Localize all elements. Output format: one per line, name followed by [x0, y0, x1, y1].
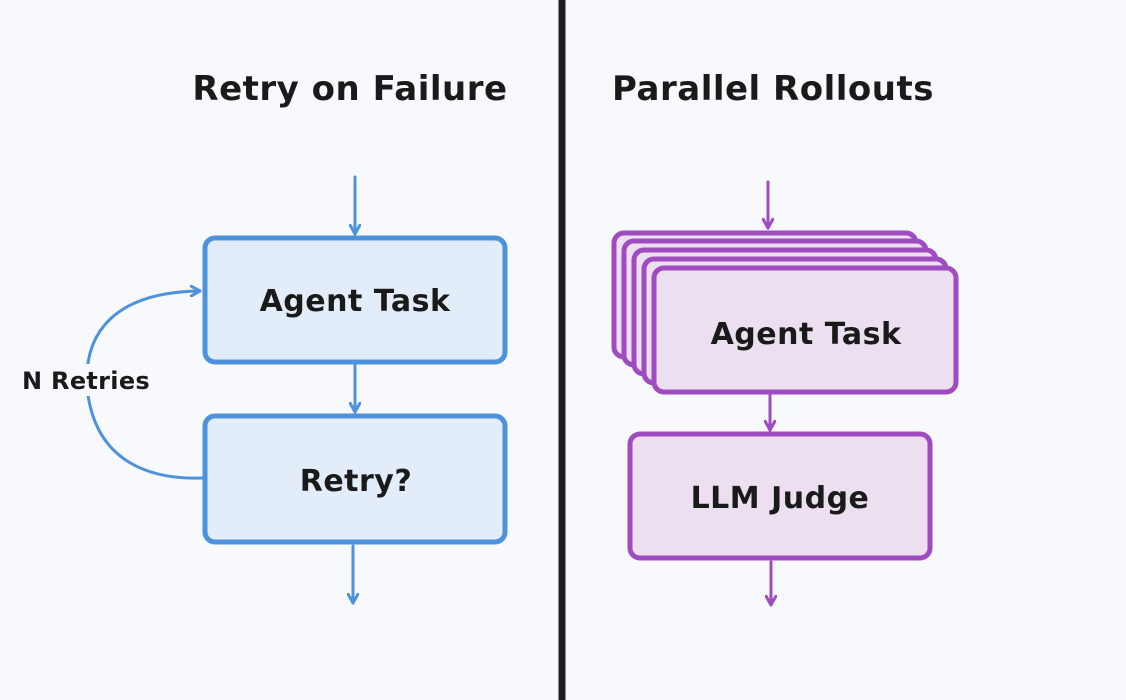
left-panel-title: Retry on Failure — [192, 69, 507, 109]
left-retry-label: Retry? — [300, 464, 413, 499]
right-panel: Parallel Rollouts Agent Task LLM Judge — [611, 69, 959, 607]
loop-label-bg — [20, 364, 164, 396]
llm-judge-box[interactable] — [627, 431, 933, 561]
left-panel: Retry on Failure Agent Task Retry? N Ret… — [20, 69, 508, 605]
left-retry-box[interactable] — [202, 413, 508, 545]
left-agent-task-label: Agent Task — [260, 284, 451, 319]
right-agent-task-box[interactable] — [651, 265, 959, 395]
parallel-rollout-stack: Agent Task — [611, 230, 959, 395]
right-panel-title: Parallel Rollouts — [612, 69, 934, 109]
llm-judge-label: LLM Judge — [691, 481, 870, 516]
right-agent-task-label: Agent Task — [711, 317, 902, 352]
loop-label: N Retries — [22, 367, 150, 395]
left-agent-task-box[interactable] — [202, 235, 508, 365]
